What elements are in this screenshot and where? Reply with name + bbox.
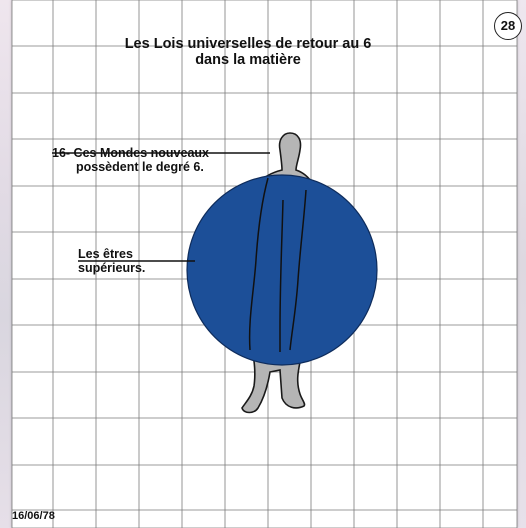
new-worlds-annotation: 16- Ces Mondes nouveaux possèdent le deg… — [52, 146, 282, 174]
beings-line-2: supérieurs. — [78, 261, 198, 275]
beings-line-1: Les êtres — [78, 247, 198, 261]
plate-date: 16/06/78 — [12, 510, 55, 522]
blue-sphere — [187, 175, 377, 365]
new-worlds-line-1: 16- Ces Mondes nouveaux — [52, 146, 209, 160]
diagram-title: Les Lois universelles de retour au 6 dan… — [98, 36, 398, 68]
beings-annotation: Les êtres supérieurs. — [78, 247, 198, 275]
new-worlds-line-2: possèdent le degré 6. — [52, 160, 282, 174]
title-line-2: dans la matière — [98, 52, 398, 68]
page-number-badge: 28 — [494, 12, 522, 40]
title-line-1: Les Lois universelles de retour au 6 — [98, 36, 398, 52]
